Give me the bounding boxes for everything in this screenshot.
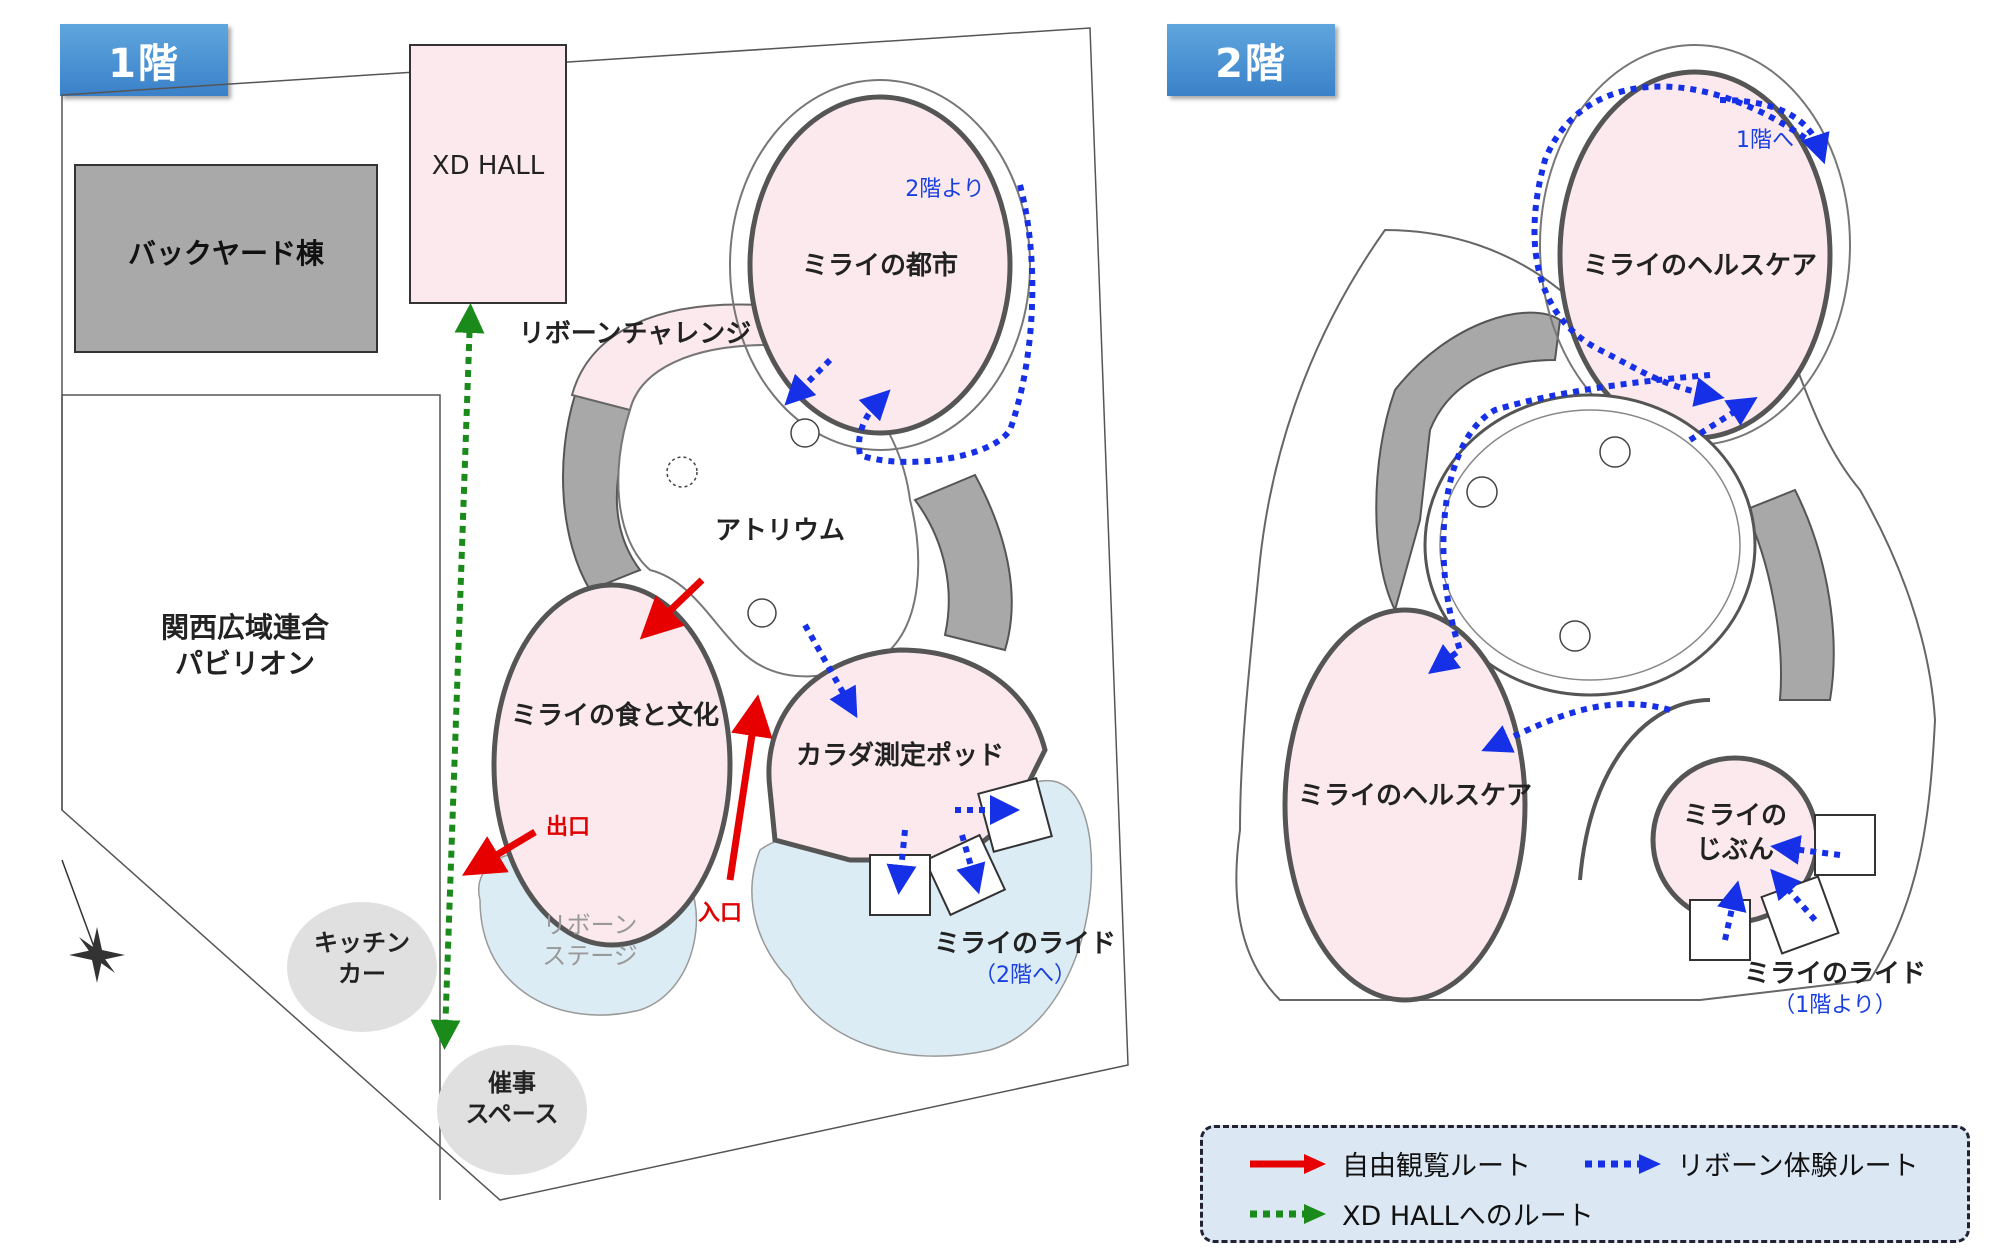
free-route-arrow-exit	[461, 828, 537, 876]
backyard-label: バックヤード棟	[127, 237, 324, 270]
healthcare-left-label: ミライのヘルスケア	[1297, 781, 1532, 811]
route-legend: 自由観覧ルート リボーン体験ルート XD HALLへのルート	[1200, 1125, 1970, 1243]
mirai-ride-1f-label: ミライのライド	[933, 929, 1116, 959]
free-route-arrow-entrance	[726, 694, 773, 881]
red-arrow-icon	[1250, 1153, 1326, 1174]
healthcare-top-label: ミライのヘルスケア	[1582, 251, 1817, 281]
f2-corridor-wall-right	[1743, 488, 1835, 701]
blue-dashed-arrow-icon	[1585, 1153, 1661, 1174]
legend-xdhall-route-label: XD HALLへのルート	[1342, 1201, 1594, 1232]
to-1f-label: 1階へ	[1736, 128, 1794, 153]
reborn-stage-label: リボーン ステージ	[542, 911, 638, 971]
food-culture-room	[491, 582, 733, 948]
mirai-city-outer	[729, 79, 1031, 451]
event-space-label: 催事 スペース	[465, 1069, 559, 1129]
floor-2-tag[interactable]: 2階	[1167, 24, 1335, 96]
entrance-label: 入口	[697, 901, 742, 926]
xd-hall-building	[409, 44, 567, 304]
from-1f-label: （1階より）	[1773, 993, 1897, 1018]
kitchen-car-area	[287, 902, 437, 1032]
mirai-ride-2f-label: ミライのライド	[1743, 959, 1926, 989]
xd-hall-label: XD HALL	[431, 151, 545, 181]
kitchen-car-label: キッチン カー	[314, 929, 410, 989]
floor-1-tag[interactable]: 1階	[60, 24, 228, 96]
backyard-building	[74, 164, 378, 353]
compass-icon	[61, 859, 125, 983]
reborn-route-1f	[784, 184, 1036, 895]
mirai-city-label: ミライの都市	[801, 251, 958, 281]
kansai-pavilion-label: 関西広域連合 パビリオン	[160, 611, 329, 681]
event-space-area	[437, 1045, 587, 1175]
atrium-label: アトリウム	[714, 516, 845, 546]
legend-xdhall-route: XD HALLへのルート	[1248, 1194, 1594, 1233]
reborn-route-2f	[1428, 83, 1841, 941]
legend-free-route-label: 自由観覧ルート	[1342, 1151, 1531, 1182]
f2-healthcare-left-room	[1282, 607, 1528, 1003]
food-culture-label: ミライの食と文化	[510, 701, 719, 731]
jibun-label: ミライの じぶん	[1682, 801, 1787, 865]
legend-reborn-route: リボーン体験ルート	[1583, 1144, 1919, 1183]
f2-corridor-wall-left	[1375, 311, 1562, 613]
karada-pod-label: カラダ測定ポッド	[795, 741, 1004, 771]
spiral-stairs-1f	[666, 418, 820, 628]
legend-free-route: 自由観覧ルート	[1248, 1144, 1531, 1183]
xdhall-route-arrow	[430, 303, 485, 1050]
legend-reborn-route-label: リボーン体験ルート	[1677, 1151, 1919, 1182]
from-2f-label: 2階より	[905, 177, 985, 202]
exit-label: 出口	[545, 815, 590, 840]
to-2f-label: （2階へ）	[974, 963, 1076, 988]
mirai-city-room	[747, 94, 1013, 436]
green-dashed-arrow-icon	[1250, 1203, 1326, 1224]
free-route-arrow-food	[639, 577, 705, 640]
spiral-stairs-2f	[1466, 436, 1631, 652]
reborn-challenge-label: リボーンチャレンジ	[518, 319, 752, 349]
